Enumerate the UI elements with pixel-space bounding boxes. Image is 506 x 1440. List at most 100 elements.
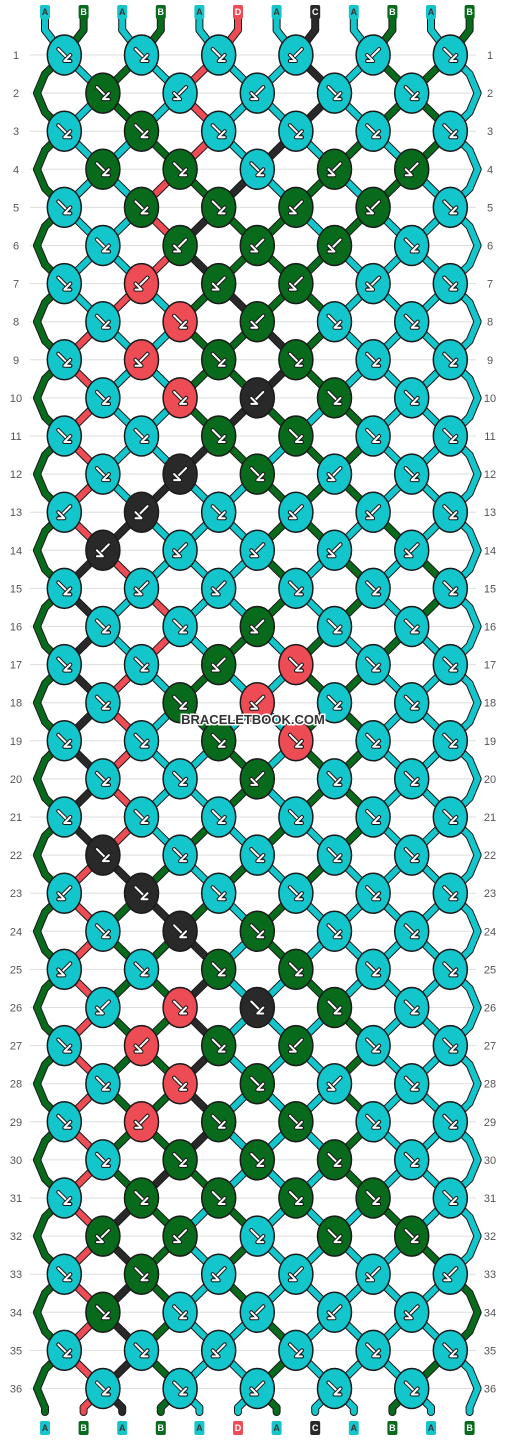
knot[interactable]	[200, 491, 237, 533]
knot[interactable]	[162, 1139, 198, 1181]
knot[interactable]	[278, 567, 314, 610]
knot[interactable]	[123, 339, 160, 381]
knot[interactable]	[393, 834, 430, 876]
knot[interactable]	[46, 948, 83, 991]
knot[interactable]	[316, 910, 353, 953]
knot[interactable]	[162, 1367, 198, 1410]
knot[interactable]	[432, 415, 469, 457]
knot[interactable]	[162, 377, 198, 419]
knot[interactable]	[123, 872, 160, 914]
knot[interactable]	[46, 1177, 83, 1219]
knot[interactable]	[239, 1062, 276, 1105]
knot[interactable]	[85, 986, 121, 1029]
knot[interactable]	[239, 1367, 276, 1410]
knot[interactable]	[393, 377, 430, 419]
knot[interactable]	[278, 491, 314, 533]
knot[interactable]	[46, 872, 83, 914]
knot[interactable]	[278, 34, 314, 76]
knot[interactable]	[123, 1024, 160, 1067]
knot[interactable]	[162, 72, 198, 114]
knot[interactable]	[393, 910, 430, 953]
knot[interactable]	[278, 415, 314, 457]
knot[interactable]	[355, 643, 391, 686]
knot[interactable]	[316, 529, 353, 572]
knot[interactable]	[200, 643, 237, 686]
knot[interactable]	[393, 529, 430, 572]
knot[interactable]	[393, 1291, 430, 1334]
knot[interactable]	[162, 453, 198, 495]
knot[interactable]	[355, 567, 391, 610]
knot[interactable]	[85, 758, 121, 800]
knot[interactable]	[278, 872, 314, 914]
knot[interactable]	[162, 1291, 198, 1334]
knot[interactable]	[162, 529, 198, 572]
knot[interactable]	[355, 796, 391, 838]
knot[interactable]	[355, 491, 391, 533]
knot[interactable]	[278, 1101, 314, 1143]
knot[interactable]	[432, 262, 469, 305]
knot[interactable]	[432, 1177, 469, 1219]
knot[interactable]	[85, 453, 121, 495]
knot[interactable]	[162, 1062, 198, 1105]
knot[interactable]	[239, 148, 276, 191]
knot[interactable]	[46, 720, 83, 762]
knot[interactable]	[316, 758, 353, 800]
knot[interactable]	[162, 910, 198, 953]
knot[interactable]	[200, 34, 237, 76]
knot[interactable]	[278, 1329, 314, 1372]
knot[interactable]	[393, 1367, 430, 1410]
knot[interactable]	[239, 453, 276, 495]
knot[interactable]	[162, 758, 198, 800]
knot[interactable]	[393, 148, 430, 191]
knot[interactable]	[432, 110, 469, 152]
knot[interactable]	[355, 1329, 391, 1372]
knot[interactable]	[316, 224, 353, 267]
knot[interactable]	[85, 1367, 121, 1410]
knot[interactable]	[239, 758, 276, 800]
knot[interactable]	[200, 1177, 237, 1219]
knot[interactable]	[85, 1062, 121, 1105]
knot[interactable]	[393, 758, 430, 800]
knot[interactable]	[46, 34, 83, 76]
knot[interactable]	[162, 681, 198, 724]
knot[interactable]	[316, 986, 353, 1029]
knot[interactable]	[85, 605, 121, 648]
knot[interactable]	[278, 643, 314, 686]
knot[interactable]	[85, 1139, 121, 1181]
knot[interactable]	[432, 339, 469, 381]
knot[interactable]	[393, 1062, 430, 1105]
knot[interactable]	[432, 948, 469, 991]
knot[interactable]	[316, 453, 353, 495]
knot[interactable]	[355, 872, 391, 914]
knot[interactable]	[85, 377, 121, 419]
knot[interactable]	[316, 377, 353, 419]
knot[interactable]	[355, 1253, 391, 1295]
knot[interactable]	[239, 910, 276, 953]
knot[interactable]	[85, 1215, 121, 1257]
knot[interactable]	[123, 491, 160, 533]
knot[interactable]	[355, 415, 391, 457]
knot[interactable]	[123, 1101, 160, 1143]
knot[interactable]	[85, 300, 121, 343]
knot[interactable]	[85, 1291, 121, 1334]
knot[interactable]	[123, 567, 160, 610]
knot[interactable]	[200, 872, 237, 914]
knot[interactable]	[162, 224, 198, 267]
knot[interactable]	[123, 415, 160, 457]
knot[interactable]	[316, 1139, 353, 1181]
knot[interactable]	[200, 110, 237, 152]
knot[interactable]	[316, 1291, 353, 1334]
knot[interactable]	[278, 1024, 314, 1067]
knot[interactable]	[162, 834, 198, 876]
knot[interactable]	[278, 948, 314, 991]
knot[interactable]	[200, 415, 237, 457]
knot[interactable]	[278, 1177, 314, 1219]
knot[interactable]	[278, 186, 314, 229]
knot[interactable]	[239, 529, 276, 572]
knot[interactable]	[278, 720, 314, 762]
knot[interactable]	[123, 643, 160, 686]
knot[interactable]	[316, 681, 353, 724]
knot[interactable]	[85, 148, 121, 191]
knot[interactable]	[46, 1101, 83, 1143]
knot[interactable]	[46, 1024, 83, 1067]
